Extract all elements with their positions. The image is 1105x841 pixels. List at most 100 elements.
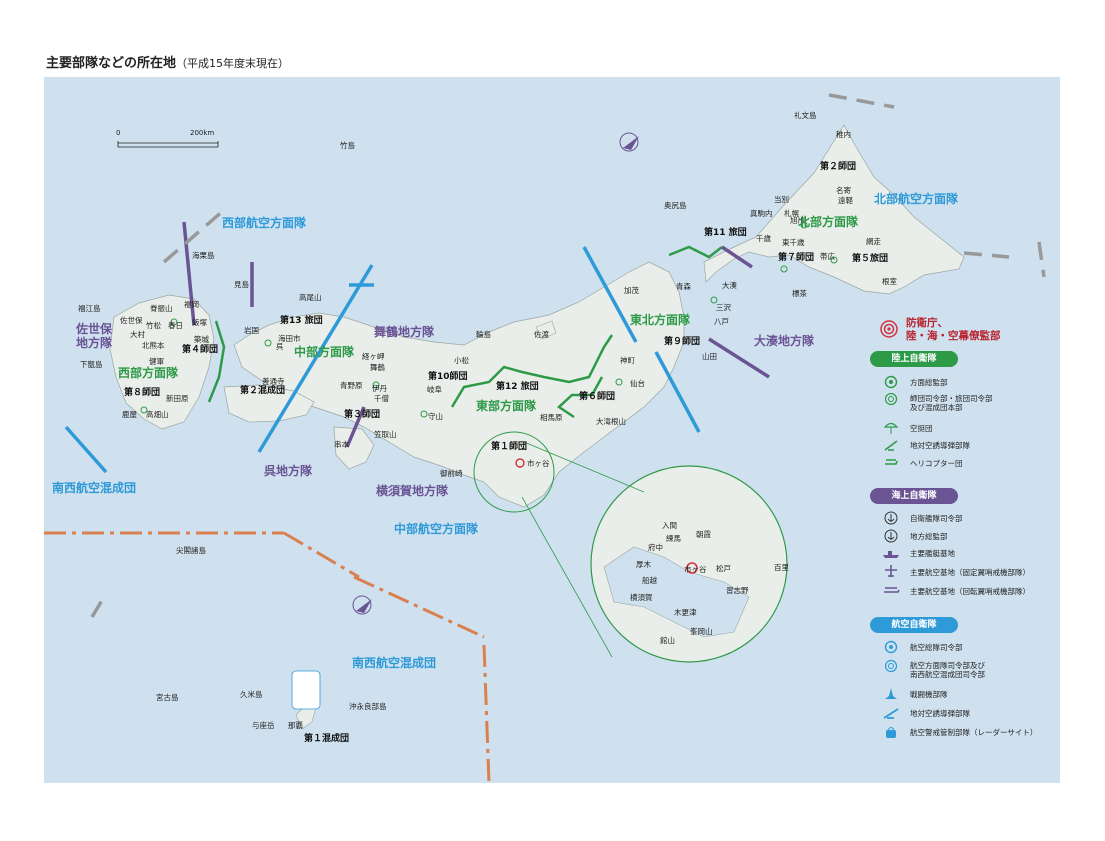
place-label: 府中 xyxy=(648,543,663,552)
legend-item: 戦闘機部隊 xyxy=(910,690,948,699)
place-label: 市ヶ谷 xyxy=(684,565,707,574)
place-label: 海田市 xyxy=(278,334,301,343)
place-label: 千歳 xyxy=(756,234,771,243)
place-label: 根室 xyxy=(882,277,897,286)
place-label: 北熊本 xyxy=(142,341,165,350)
division-13: 第13 旅団 xyxy=(280,316,323,326)
region-north-army: 北部方面隊 xyxy=(798,215,859,229)
place-label: 輪島 xyxy=(476,330,491,339)
place-label: 鹿屋 xyxy=(122,410,137,419)
place-label: 春日 xyxy=(168,321,183,330)
place-label: 沖永良部島 xyxy=(349,702,387,711)
division-2mix: 第２混成団 xyxy=(240,386,286,396)
place-label: 大湊 xyxy=(722,281,737,290)
kyushu-land xyxy=(109,294,215,430)
patrol-aircraft-icon xyxy=(885,565,897,577)
place-label: 宮古島 xyxy=(156,693,179,702)
legend-item: 地方総監部 xyxy=(910,532,948,541)
place-label: 小松 xyxy=(454,356,469,365)
place-label: 久米島 xyxy=(240,690,263,699)
place-label: 青森 xyxy=(676,282,691,291)
place-label: 舞鶴 xyxy=(370,363,385,372)
place-label: 御前崎 xyxy=(440,469,463,478)
place-label: 笠取山 xyxy=(374,430,397,439)
place-label: 善通寺 xyxy=(262,377,285,386)
division-2: 第２師団 xyxy=(820,162,857,172)
division-1: 第１師団 xyxy=(491,442,528,452)
place-label: 飯塚 xyxy=(192,318,207,327)
place-label: 木更津 xyxy=(674,608,697,617)
division-hq-icon xyxy=(884,392,898,406)
region-north-air: 北部航空方面隊 xyxy=(874,192,959,206)
place-label: 佐渡 xyxy=(534,330,549,339)
place-label: 神町 xyxy=(620,356,635,365)
air-sam-icon xyxy=(883,708,899,719)
place-label: 松戸 xyxy=(716,564,731,573)
shikoku-land xyxy=(223,384,315,423)
division-7: 第７師団 xyxy=(778,253,815,263)
place-label: 当別 xyxy=(774,195,789,204)
legend-item: 主要航空基地（回転翼哨戒機部隊） xyxy=(910,587,1030,596)
place-label: 竹松 xyxy=(146,321,161,330)
parachute-icon xyxy=(884,422,898,434)
place-label: 旭川 xyxy=(790,216,805,225)
legend-item: ヘリコプター団 xyxy=(910,459,963,468)
place-label: 相馬原 xyxy=(540,413,563,422)
place-label: 名寄 xyxy=(836,186,851,195)
honshu-land xyxy=(233,261,685,508)
region-middle-army: 中部方面隊 xyxy=(294,345,355,359)
place-label: 福岡 xyxy=(184,300,199,309)
scale-zero: 0 xyxy=(116,129,121,137)
place-label: 健軍 xyxy=(149,357,164,366)
place-label: 百里 xyxy=(774,563,789,572)
japan-map xyxy=(44,93,1046,783)
air-wing-hq-icon xyxy=(884,659,898,673)
legend-item: 航空総隊司令部 xyxy=(910,643,963,652)
place-label: 築城 xyxy=(194,335,209,344)
place-label: 経ヶ岬 xyxy=(362,352,385,361)
place-label: 岐阜 xyxy=(427,385,442,394)
place-label: 習志野 xyxy=(726,586,749,595)
place-label: 朝霞 xyxy=(696,530,711,539)
place-label: 標茶 xyxy=(792,289,807,298)
fleet-hq-anchor-icon xyxy=(884,511,898,525)
radar-site-icon xyxy=(886,727,896,738)
place-label: 船越 xyxy=(642,576,657,585)
place-label: 海栗島 xyxy=(192,251,215,260)
place-label: 伊丹 xyxy=(372,384,387,393)
place-label: 呉 xyxy=(276,342,284,351)
legend-item: 方面総監部 xyxy=(910,378,948,387)
helicopter-icon xyxy=(885,459,898,465)
place-label: 仙台 xyxy=(630,379,645,388)
kii-land xyxy=(333,426,375,470)
place-label: 竹島 xyxy=(340,141,355,150)
place-label: 脊振山 xyxy=(150,304,173,313)
place-label: 高尾山 xyxy=(299,293,322,302)
place-label: 佐世保 xyxy=(120,316,143,325)
region-west-army: 西部方面隊 xyxy=(118,366,179,380)
place-label: 奥尻島 xyxy=(664,201,687,210)
place-label: 高畑山 xyxy=(146,410,169,419)
place-label: 千僧 xyxy=(374,394,389,403)
army-sam-icon xyxy=(884,440,898,451)
place-label: 横須賀 xyxy=(630,593,653,602)
place-label: 館山 xyxy=(660,636,675,645)
hq-target-icon xyxy=(880,320,898,338)
region-maizuru: 舞鶴地方隊 xyxy=(374,325,435,339)
division-10: 第10師団 xyxy=(428,372,468,382)
ichigaya-hq-marker xyxy=(515,458,525,468)
place-label: 峯岡山 xyxy=(690,627,713,636)
region-northeast-army: 東北方面隊 xyxy=(630,313,691,327)
place-label: 山田 xyxy=(702,352,717,361)
place-label: 串本 xyxy=(334,440,349,449)
legend-item: 航空方面隊司令部及び 南西航空混成団司令部 xyxy=(910,661,985,679)
region-yokosuka: 横須賀地方隊 xyxy=(376,484,449,498)
district-hq-anchor-icon xyxy=(884,529,898,543)
region-kure: 呉地方隊 xyxy=(264,464,313,478)
division-11: 第11 旅団 xyxy=(704,228,747,238)
division-12: 第12 旅団 xyxy=(496,382,539,392)
legend-msdf-header: 海上自衛隊 xyxy=(870,488,958,504)
division-5: 第５旅団 xyxy=(852,254,889,264)
scale-bar xyxy=(117,141,219,148)
division-8: 第８師団 xyxy=(124,388,161,398)
